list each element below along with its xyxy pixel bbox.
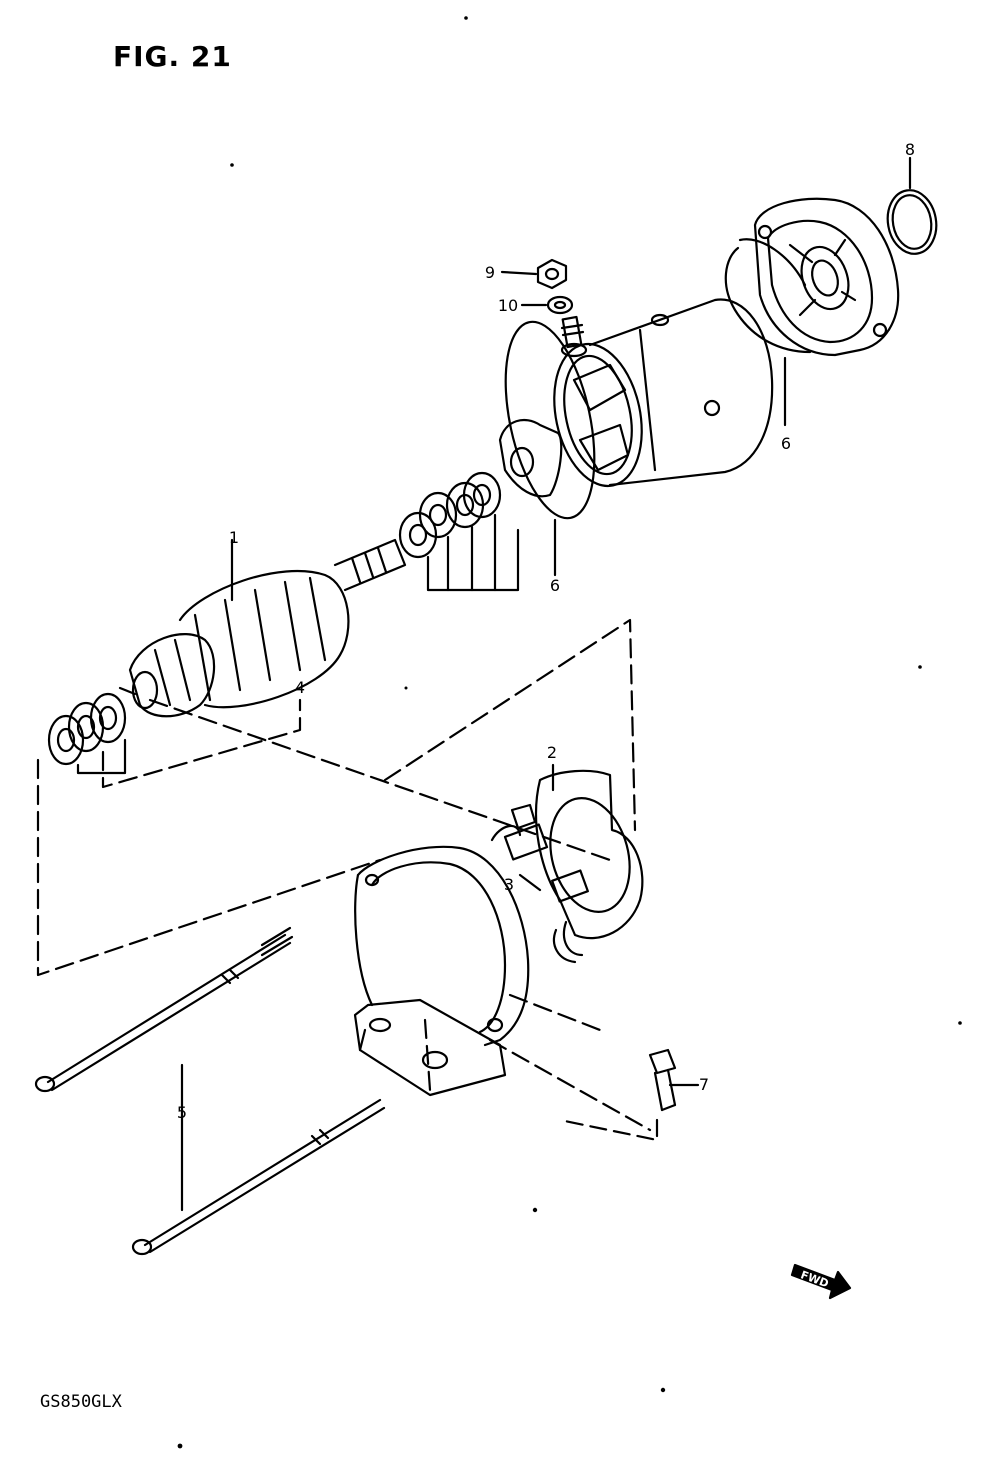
leader-line-9 <box>500 270 538 276</box>
model-code: GS850GLX <box>40 1392 122 1412</box>
terminal-stud <box>560 315 588 358</box>
armature-part-1 <box>118 538 407 718</box>
brush-spring-part-3 <box>552 920 584 964</box>
o-ring-part-6-right <box>724 238 812 354</box>
washer-stack-center <box>398 471 502 559</box>
through-bolt-lower <box>131 1098 386 1256</box>
bolt-part-7 <box>648 1048 677 1112</box>
fwd-arrow-icon <box>790 1263 852 1300</box>
starter-end-cover <box>753 197 900 357</box>
callout-10: 10 <box>497 296 519 315</box>
callout-7: 7 <box>698 1075 710 1094</box>
o-ring-part-8 <box>886 189 938 255</box>
callout-1: 1 <box>228 528 240 547</box>
callout-6-middle: 6 <box>549 576 561 595</box>
starter-rear-housing <box>353 845 530 1097</box>
callout-8: 8 <box>904 140 916 159</box>
through-bolt-upper <box>34 926 294 1093</box>
fwd-label: FWD <box>799 1268 830 1290</box>
callout-3: 3 <box>503 875 515 894</box>
assembly-guide-lines <box>36 618 652 1132</box>
callout-6-right: 6 <box>780 434 792 453</box>
starter-yoke-housing <box>553 298 774 488</box>
insulator-plate <box>498 418 563 498</box>
callout-4: 4 <box>294 678 306 697</box>
callout-5: 5 <box>176 1103 188 1122</box>
figure-title: FIG. 21 <box>113 40 232 73</box>
brush-holder-part-2 <box>490 769 644 940</box>
washer-stack-left <box>47 692 127 766</box>
callout-2: 2 <box>546 743 558 762</box>
callout-9: 9 <box>484 263 496 282</box>
nut-part-9 <box>536 258 568 290</box>
washer-part-10 <box>546 295 574 315</box>
o-ring-part-6-middle <box>504 320 596 520</box>
